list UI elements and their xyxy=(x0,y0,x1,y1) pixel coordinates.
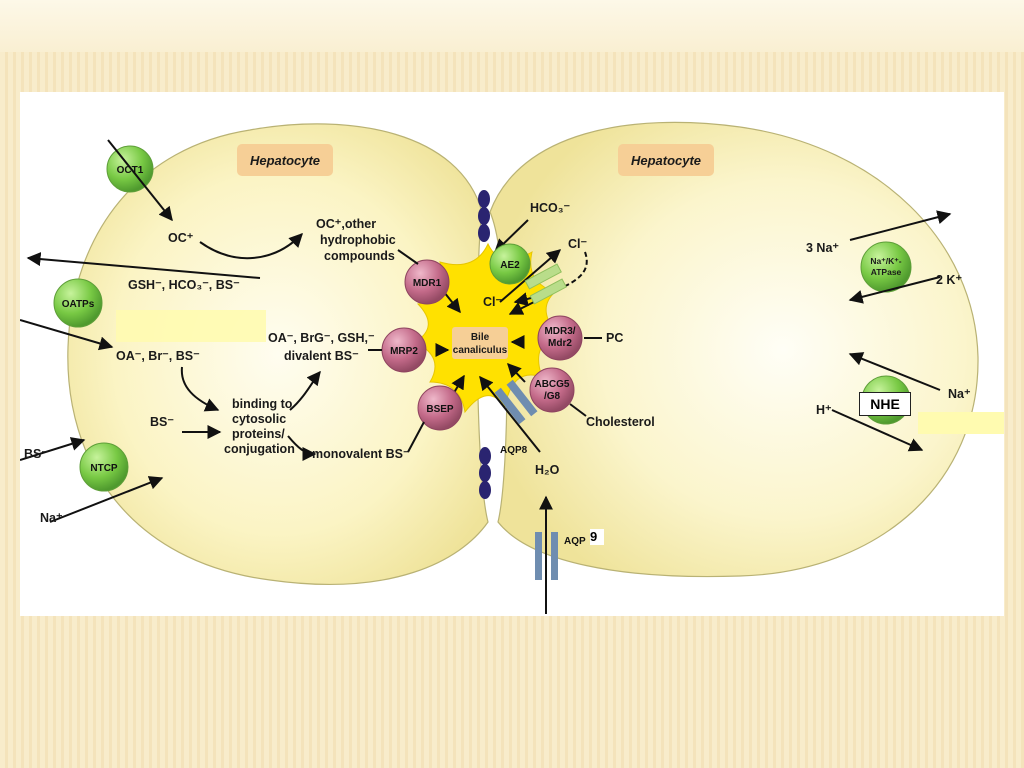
cl-channel-bar-1 xyxy=(524,263,562,290)
oc-other-2: hydrophobic xyxy=(320,233,396,247)
gsh-out-arrow xyxy=(26,252,261,279)
gsh-hco3-bs-label: GSH⁻, HCO₃⁻, BS⁻ xyxy=(128,278,240,292)
yellow-highlight-patch-left xyxy=(116,310,266,342)
mrp2-transporter: MRP2 xyxy=(381,327,427,373)
cl-minus-label-2: Cl⁻ xyxy=(483,295,503,309)
ae2-label: AE2 xyxy=(500,260,520,271)
bile-canaliculus-label-2: canaliculus xyxy=(453,345,508,356)
oatps-transporter: OATPs xyxy=(53,278,103,328)
ntcp-transporter: NTCP xyxy=(79,442,129,492)
left-cell-title: Hepatocyte xyxy=(250,153,320,168)
mrp2-label: MRP2 xyxy=(390,346,418,357)
cl-channel-bar-2 xyxy=(529,278,567,305)
ntcp-label: NTCP xyxy=(90,463,118,474)
bs-left-arrow xyxy=(19,437,86,461)
binding-to-monovalent-arrow xyxy=(287,435,317,461)
right-cell-title: Hepatocyte xyxy=(631,153,701,168)
diagram-panel: Hepatocyte Hepatocyte Bile canaliculus A… xyxy=(19,92,1004,616)
ae2-transporter: AE2 xyxy=(489,243,531,285)
k2-in-arrow xyxy=(848,276,941,304)
na3-label: 3 Na⁺ xyxy=(806,241,839,255)
aqp9-label: AQP xyxy=(564,536,586,547)
nhe-label: NHE xyxy=(870,396,900,412)
aqp8-channel-bar-2 xyxy=(506,379,538,417)
h2o-label: H₂O xyxy=(535,463,560,477)
bile-canaliculus-label-box xyxy=(452,327,508,359)
oa-brg-gsh-label: OA⁻, BrG⁻, GSH,⁻ xyxy=(268,331,375,345)
monovalent-line xyxy=(407,421,425,453)
right-cell-title-box xyxy=(618,144,714,176)
right-hepatocyte xyxy=(489,121,979,578)
aqp9-channel-bar-2 xyxy=(551,532,558,580)
oc-to-hydrophobic-arrow xyxy=(199,232,303,260)
abcg-arrow xyxy=(507,362,526,383)
binding-to-oa-arrow xyxy=(289,370,321,411)
slide-top-band xyxy=(0,0,1024,52)
h-right-label: H⁺ xyxy=(816,403,832,417)
aqp9-number-label: 9 xyxy=(590,529,598,544)
k2-label: 2 K⁺ xyxy=(936,273,962,287)
na-k-atpase-transporter: Na⁺/K⁺- ATPase xyxy=(860,241,912,293)
bs-left-label: BS⁻ xyxy=(24,447,48,461)
na-left-label: Na⁺ xyxy=(40,511,63,525)
oct1-label: OCT1 xyxy=(117,165,144,176)
aqp8-channel-bar-1 xyxy=(494,387,526,425)
hco3-top-label: HCO₃⁻ xyxy=(530,201,571,215)
yellow-highlight-patch-right xyxy=(918,412,1004,434)
oc-other-1: OC⁺,other xyxy=(316,217,376,231)
bile-canaliculus-label-1: Bile xyxy=(471,332,490,343)
bs-minus-label: BS⁻ xyxy=(150,415,174,429)
aqp8-label: AQP8 xyxy=(500,445,528,456)
tight-junction-bottom xyxy=(479,447,491,499)
oa-to-binding-arrow xyxy=(180,366,220,412)
oct1-arrow xyxy=(107,139,173,222)
left-cell-title-box xyxy=(237,144,333,176)
aqp9-channel-bar-1 xyxy=(535,532,542,580)
cholesterol-line xyxy=(569,403,587,417)
na-right-in-arrow xyxy=(848,352,941,391)
na-right-label: Na⁺ xyxy=(948,387,971,401)
water-canal-arrow xyxy=(479,375,541,453)
oc-label: OC⁺ xyxy=(168,231,194,245)
hydrophobic-line xyxy=(397,249,419,265)
divalent-bs-label: divalent BS⁻ xyxy=(284,349,359,363)
aqp9-number: 9 xyxy=(590,529,604,545)
mdr3-label-2: Mdr2 xyxy=(548,338,572,349)
oatps-in-arrow xyxy=(19,319,114,351)
na-left-arrow xyxy=(49,476,164,523)
mdr3-transporter: MDR3/ Mdr2 xyxy=(537,315,583,361)
mdr3-label-1: MDR3/ xyxy=(544,326,575,337)
abcg-label-1: ABCG5 xyxy=(534,379,569,390)
oc-other-3: compounds xyxy=(324,249,395,263)
bsep-transporter: BSEP xyxy=(417,385,463,431)
atpase-label-1: Na⁺/K⁺- xyxy=(870,256,901,266)
cholesterol-label: Cholesterol xyxy=(586,415,655,429)
hepatocyte-diagram: Hepatocyte Hepatocyte Bile canaliculus A… xyxy=(19,121,979,614)
oatps-label: OATPs xyxy=(62,299,95,310)
atpase-label-2: ATPase xyxy=(871,267,902,277)
tight-junction-top xyxy=(478,190,490,242)
binding-label-3: proteins/ xyxy=(232,427,285,441)
cl-minus-label-1: Cl⁻ xyxy=(568,237,588,251)
abcg5-g8-transporter: ABCG5 /G8 xyxy=(529,367,575,413)
bsep-label: BSEP xyxy=(426,404,454,415)
abcg-label-2: /G8 xyxy=(544,391,561,402)
mdr1-label: MDR1 xyxy=(413,278,442,289)
nhe-label-box: NHE xyxy=(859,392,911,416)
binding-label-1: binding to xyxy=(232,397,293,411)
na3-out-arrow xyxy=(849,210,952,241)
binding-label-4: conjugation xyxy=(224,442,295,456)
monovalent-bs-label: monovalent BS⁻ xyxy=(312,447,410,461)
pc-label: PC xyxy=(606,331,623,345)
oa-br-bs-label: OA⁻, Br⁻, BS⁻ xyxy=(116,349,200,363)
binding-label-2: cytosolic xyxy=(232,412,286,426)
cl-out-arrow xyxy=(499,249,562,303)
mdr1-transporter: MDR1 xyxy=(404,259,450,305)
h-right-out-arrow xyxy=(831,409,924,452)
